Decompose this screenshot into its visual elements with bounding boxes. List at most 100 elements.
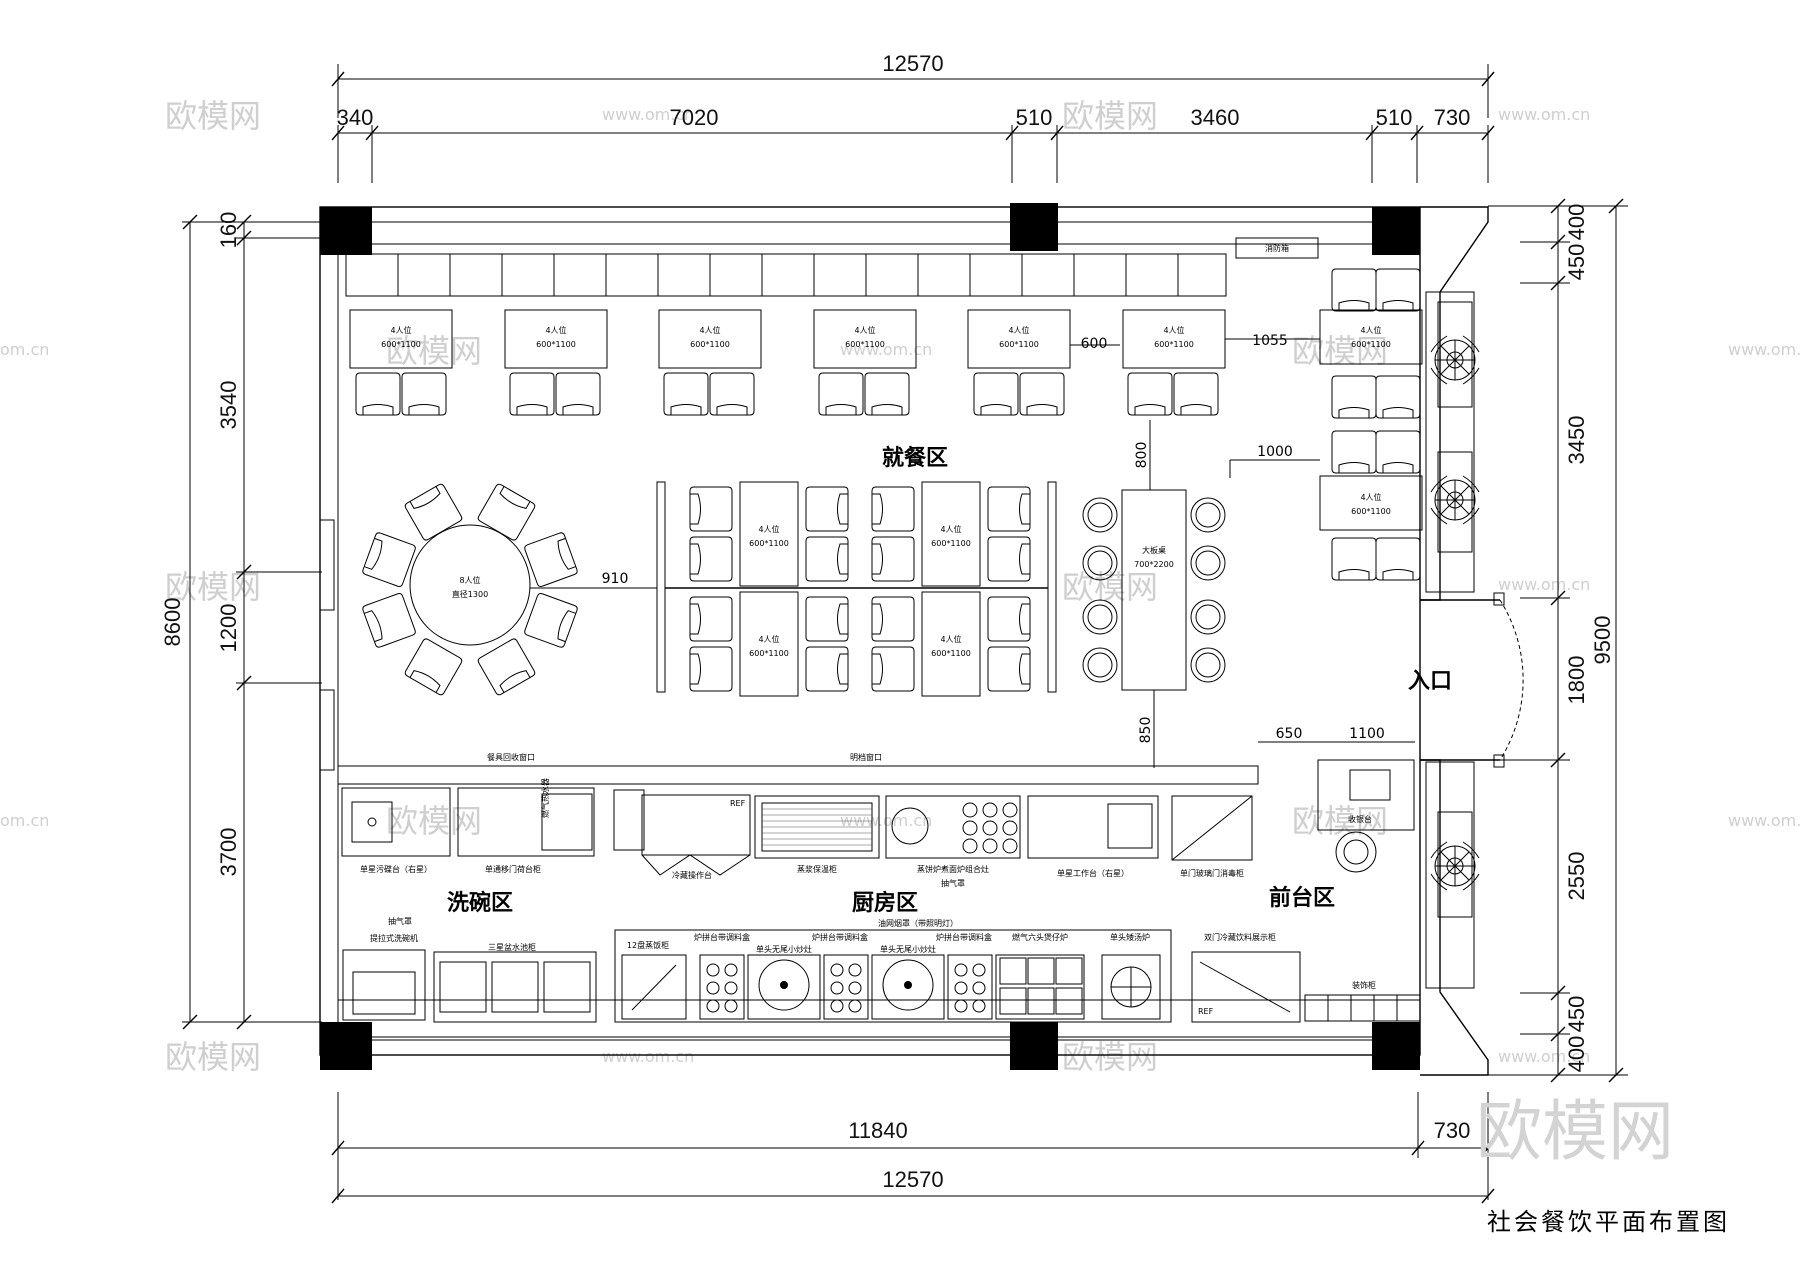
- table-size: 600*1100: [536, 340, 576, 349]
- kitchen: 餐具回收窗口 明档窗口 单星污碟台（右星） 燃气热水器 单通移门荷台柜 冷藏操作…: [337, 752, 1421, 1023]
- dim-left-seg-3: 1200: [216, 604, 241, 653]
- table-label: 4人位: [390, 325, 411, 335]
- dim-bottom-inner: 11840: [848, 1118, 908, 1143]
- six-burner-label: 燃气六头煲仔炉: [1012, 932, 1068, 942]
- hood-label-1: 抽气罩: [941, 878, 965, 888]
- table-size: 600*1100: [931, 539, 971, 548]
- table-label: 4人位: [1360, 492, 1381, 502]
- dim-right-seg-3: 3450: [1564, 416, 1589, 465]
- table-label: 4人位: [940, 634, 961, 644]
- watermark-brand: 欧模网: [165, 568, 261, 606]
- watermark-brand: 欧模网: [1062, 97, 1158, 135]
- dim-top-seg-2: 7020: [670, 105, 719, 130]
- top-tables: 4人位 600*1100 4人位 600*1100 4人位 600*1100 4…: [349, 309, 1226, 416]
- plant-icon: [1430, 335, 1480, 385]
- table-size: 600*1100: [381, 340, 421, 349]
- zone-front-desk: 前台区: [1269, 885, 1335, 911]
- dim-right-seg-7: 400: [1564, 1036, 1589, 1073]
- table-label: 4人位: [545, 325, 566, 335]
- dim-left-seg-4: 3700: [216, 828, 241, 877]
- watermark-url: www.om.cn: [602, 105, 694, 124]
- table-size: 600*1100: [999, 340, 1039, 349]
- table-label: 4人位: [758, 524, 779, 534]
- table-label: 4人位: [1360, 325, 1381, 335]
- table-size: 600*1100: [690, 340, 730, 349]
- table-size: 600*1100: [1351, 507, 1391, 516]
- watermark-brand: 欧模网: [386, 332, 482, 370]
- dim-right-seg-6: 450: [1564, 996, 1589, 1033]
- fire-cabinet: [1235, 237, 1319, 259]
- watermark-url: om.cn: [0, 340, 49, 359]
- watermark-brand: 欧模网: [1292, 802, 1388, 840]
- zone-kitchen: 厨房区: [852, 890, 918, 916]
- ref-label: REF: [1198, 1007, 1214, 1016]
- dim-interior: 850: [1138, 717, 1154, 744]
- table-label: 4人位: [758, 634, 779, 644]
- hood-label-2: 抽气罩: [388, 916, 412, 926]
- zone-entrance: 入口: [1408, 669, 1452, 694]
- dim-interior: 1000: [1257, 444, 1293, 460]
- round-table-size: 直径1300: [452, 589, 488, 599]
- dim-left-seg-2: 3540: [216, 381, 241, 430]
- building-walls: [319, 203, 1524, 1076]
- dim-top-total: 12570: [882, 51, 943, 76]
- dimension-lines: 12570 340 7020 510 3460 510 730 11840 73…: [160, 51, 1628, 1204]
- dim-right-seg-2: 450: [1564, 244, 1589, 281]
- zone-dishwash: 洗碗区: [447, 890, 513, 916]
- table-label: 4人位: [940, 524, 961, 534]
- column: [1372, 207, 1420, 255]
- booth-bench: 消防箱: [345, 237, 1319, 297]
- dim-interior: 600: [1081, 336, 1108, 352]
- plant-icon: [1430, 475, 1480, 525]
- interior-dims: 600 1055 800 1000 910 850 650 1100: [530, 333, 1415, 768]
- watermark-url: www.om.cn: [1498, 1047, 1590, 1066]
- sink-work-label: 单星工作台（右星）: [1057, 868, 1129, 878]
- table-label: 4人位: [1008, 325, 1029, 335]
- cashier-label: 收银台: [1348, 814, 1372, 824]
- watermark-brand: 欧模网: [386, 802, 482, 840]
- dim-interior: 650: [1276, 726, 1303, 742]
- dim-interior: 910: [602, 571, 629, 587]
- dim-left-total: 8600: [160, 598, 185, 647]
- dim-left-seg-1: 160: [216, 212, 241, 249]
- glass-cabinet-label: 单门玻璃门消毒柜: [1180, 868, 1244, 878]
- watermark-url: www.om.cn: [840, 340, 932, 359]
- watermark-url: www.om.cn: [1498, 575, 1590, 594]
- watermark-url: www.om.cn: [1498, 105, 1590, 124]
- dim-top-seg-6: 730: [1434, 105, 1471, 130]
- triple-sink-label: 三星盆水池柜: [488, 942, 536, 952]
- watermark-brand: 欧模网: [165, 1038, 261, 1076]
- watermark-brand: 欧模网: [165, 97, 261, 135]
- dim-right-seg-4: 1800: [1564, 656, 1589, 705]
- stove-box-label-3: 炉拼台带调料盒: [936, 932, 992, 942]
- drawing-title: 社会餐饮平面布置图: [1487, 1208, 1730, 1236]
- watermark-brand: 欧模网: [1062, 568, 1158, 606]
- watermark-url: www.om.cn: [1728, 340, 1800, 359]
- wok-label-2: 单头无尾小炒灶: [880, 944, 936, 954]
- round-table-label: 8人位: [459, 575, 480, 585]
- right-tables: 4人位 600*1100 4人位 600*1100: [1319, 268, 1423, 581]
- table-size: 600*1100: [845, 340, 885, 349]
- stove-box-label-2: 炉拼台带调料盒: [812, 932, 868, 942]
- column: [320, 207, 372, 255]
- table-size: 600*1100: [749, 539, 789, 548]
- long-table-label: 大板桌: [1142, 545, 1166, 555]
- ref-label: REF: [730, 799, 746, 808]
- table-size: 600*1100: [1154, 340, 1194, 349]
- gas-heater-label: 燃气热水器: [540, 778, 550, 818]
- fire-cabinet-label: 消防箱: [1265, 243, 1289, 253]
- display-fridge-label: 双门冷藏饮料展示柜: [1204, 932, 1276, 942]
- watermark-url: www.om.cn: [602, 1047, 694, 1066]
- dim-top-seg-5: 510: [1376, 105, 1413, 130]
- table-size: 600*1100: [931, 649, 971, 658]
- deco-cabinet-label: 装饰柜: [1352, 980, 1376, 990]
- steam-cabinet-label: 12盘蒸饭柜: [627, 940, 669, 950]
- dim-right-seg-1: 400: [1564, 204, 1589, 241]
- hood-main-label: 油网烟罩（带照明灯）: [878, 918, 958, 928]
- column: [1010, 1022, 1058, 1070]
- sink-single-label: 单星污碟台（右星）: [360, 864, 432, 874]
- soup-stove-label: 单头矮汤炉: [1110, 932, 1150, 942]
- table-size: 600*1100: [749, 649, 789, 658]
- planters: [1430, 301, 1480, 918]
